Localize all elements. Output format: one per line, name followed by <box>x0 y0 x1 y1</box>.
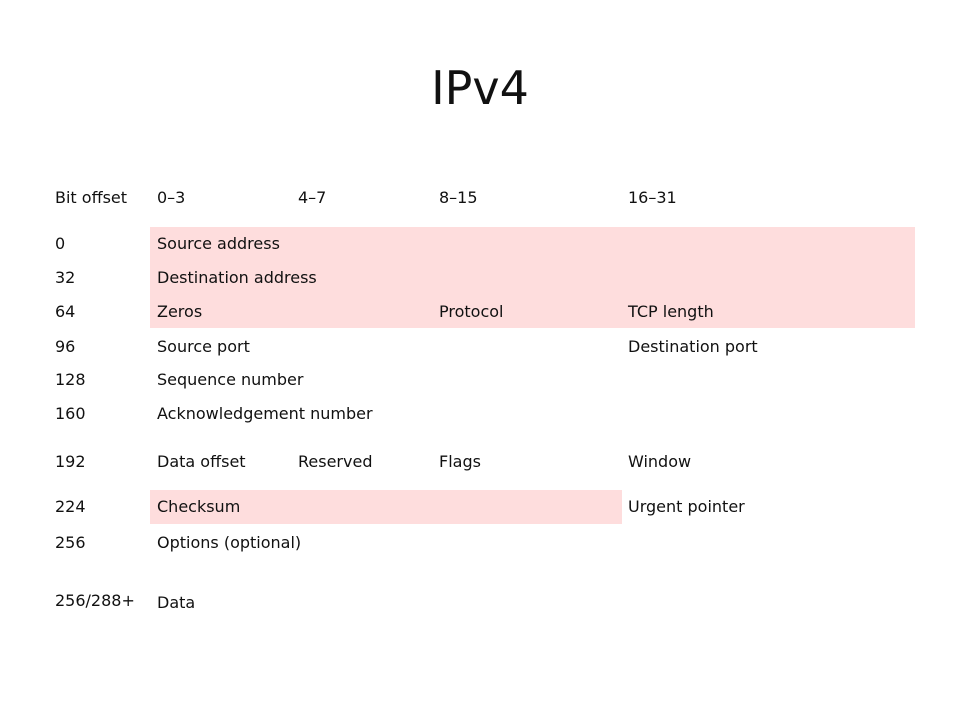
slide-title: IPv4 <box>431 61 529 115</box>
field-checksum: Checksum <box>157 497 241 516</box>
field-tcp-length: TCP length <box>628 302 714 321</box>
header-bits-16-31: 16–31 <box>628 188 677 207</box>
field-reserved: Reserved <box>298 452 373 471</box>
row-offset: 96 <box>55 337 76 356</box>
row-offset: 0 <box>55 234 66 253</box>
field-zeros: Zeros <box>157 302 203 321</box>
field-destination-address: Destination address <box>157 268 317 287</box>
field-destination-port: Destination port <box>628 337 758 356</box>
field-options: Options (optional) <box>157 533 302 552</box>
field-data: Data <box>157 593 196 612</box>
field-source-address: Source address <box>157 234 280 253</box>
header-bits-0-3: 0–3 <box>157 188 186 207</box>
row-offset: 224 <box>55 497 86 516</box>
field-sequence-number: Sequence number <box>157 370 304 389</box>
row-offset: 64 <box>55 302 76 321</box>
row-offset: 256/288+ <box>55 591 135 610</box>
field-flags: Flags <box>439 452 481 471</box>
header-bit-offset: Bit offset <box>55 188 128 207</box>
row-offset: 128 <box>55 370 86 389</box>
header-bits-4-7: 4–7 <box>298 188 327 207</box>
field-source-port: Source port <box>157 337 250 356</box>
row-offset: 256 <box>55 533 86 552</box>
field-urgent-pointer: Urgent pointer <box>628 497 745 516</box>
row-offset: 160 <box>55 404 86 423</box>
field-protocol: Protocol <box>439 302 504 321</box>
row-offset: 32 <box>55 268 76 287</box>
pseudo-header-highlight <box>150 227 915 328</box>
row-offset: 192 <box>55 452 86 471</box>
checksum-highlight <box>150 490 622 524</box>
field-acknowledgement-number: Acknowledgement number <box>157 404 373 423</box>
field-data-offset: Data offset <box>157 452 246 471</box>
field-window: Window <box>628 452 692 471</box>
header-bits-8-15: 8–15 <box>439 188 478 207</box>
